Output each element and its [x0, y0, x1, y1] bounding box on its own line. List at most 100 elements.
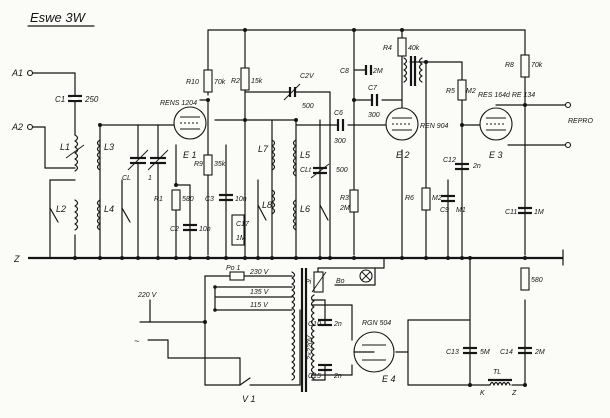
power-transformer: 2×220V: [291, 268, 315, 392]
e4-type: RGN 504: [362, 320, 391, 327]
label-a2: A2: [11, 122, 23, 132]
svg-text:250: 250: [84, 95, 99, 104]
svg-text:CL: CL: [122, 175, 131, 182]
svg-text:C2: C2: [170, 226, 179, 233]
svg-text:135 V: 135 V: [250, 289, 270, 296]
tuning-capacitor: CL 1: [122, 149, 169, 186]
svg-text:500: 500: [302, 103, 314, 110]
tube-e1: RENS 1204 E 1: [160, 100, 207, 160]
svg-text:R6: R6: [405, 195, 414, 202]
voltage-taps: Po 1 230 V 135 V 115 V: [213, 265, 270, 312]
svg-text:40k: 40k: [408, 45, 420, 52]
svg-text:C7: C7: [368, 85, 378, 92]
tube-e3: RES 164d RE 134 E 3: [478, 92, 535, 160]
svg-text:C13: C13: [446, 349, 459, 356]
label-l3: L3: [104, 142, 114, 152]
interstage-transformer: [403, 56, 423, 86]
svg-text:15k: 15k: [251, 78, 263, 85]
svg-text:C11: C11: [505, 209, 517, 216]
svg-text:500: 500: [336, 167, 348, 174]
svg-text:10n: 10n: [199, 226, 211, 233]
output-terminals: REPRO: [564, 101, 593, 149]
filter-choke: TL K Z: [480, 369, 517, 397]
svg-text:CLt: CLt: [300, 167, 312, 174]
switch-label: V 1: [242, 394, 256, 404]
svg-text:R10: R10: [186, 79, 199, 86]
svg-text:2×220V: 2×220V: [307, 334, 314, 361]
svg-text:1M: 1M: [236, 235, 246, 242]
svg-text:2M: 2M: [372, 68, 383, 75]
label-a1: A1: [11, 68, 23, 78]
e1-label: E 1: [183, 150, 197, 160]
svg-text:5M: 5M: [480, 349, 490, 356]
svg-text:M2: M2: [432, 195, 442, 202]
svg-text:1M: 1M: [534, 209, 544, 216]
mains-input: 220 V ~ V 1: [134, 292, 256, 404]
tube-e2: REN 904 E 2: [385, 107, 449, 160]
svg-text:2M: 2M: [339, 205, 350, 212]
svg-text:C15: C15: [308, 373, 321, 380]
svg-text:10n: 10n: [235, 196, 247, 203]
label-repro: REPRO: [568, 118, 593, 125]
svg-text:70k: 70k: [214, 79, 226, 86]
diagram-title: Eswe 3W: [30, 10, 87, 25]
svg-text:C10: C10: [308, 321, 321, 328]
svg-text:R8: R8: [505, 62, 514, 69]
svg-text:R5: R5: [446, 88, 455, 95]
svg-text:C12: C12: [443, 157, 456, 164]
svg-text:TL: TL: [493, 369, 501, 376]
svg-text:2n: 2n: [333, 321, 342, 328]
capacitor-c1: C1 250: [55, 94, 99, 104]
svg-text:R9: R9: [194, 161, 203, 168]
svg-text:C9: C9: [440, 207, 449, 214]
svg-text:35k: 35k: [214, 161, 226, 168]
svg-text:M2: M2: [466, 88, 476, 95]
capacitors: C2 10n C3 10n C17 1M C2V 500 CLt 500 C6 …: [170, 65, 545, 380]
svg-text:Bo: Bo: [336, 278, 345, 285]
svg-text:70k: 70k: [531, 62, 543, 69]
svg-text:C8: C8: [340, 68, 349, 75]
pilot-lamp: Pi Bo: [305, 269, 373, 293]
input-terminals: A1 A2 Z: [11, 68, 34, 264]
svg-text:K: K: [480, 390, 485, 397]
svg-text:115 V: 115 V: [250, 302, 269, 309]
svg-text:R1: R1: [154, 196, 163, 203]
label-ground: Z: [13, 254, 20, 264]
label-l6: L6: [300, 204, 310, 214]
svg-text:C1: C1: [55, 95, 65, 104]
svg-text:Pi: Pi: [305, 279, 312, 286]
label-l7: L7: [258, 144, 269, 154]
svg-text:C2V: C2V: [300, 73, 315, 80]
e2-label: E 2: [396, 150, 410, 160]
svg-text:2n: 2n: [333, 373, 342, 380]
mains-symbol: ~: [134, 336, 139, 346]
band-switches: [49, 204, 329, 223]
mains-voltage: 220 V: [137, 292, 158, 299]
resistors: R1 580 R10 70k R2 15k R9 35k R3 2M R4 40…: [154, 37, 543, 291]
e1-type: RENS 1204: [160, 100, 197, 107]
svg-text:Z: Z: [511, 390, 517, 397]
e4-label: E 4: [382, 374, 396, 384]
svg-text:M1: M1: [456, 207, 466, 214]
e3-type: RES 164d RE 134: [478, 92, 535, 99]
svg-text:300: 300: [334, 138, 346, 145]
svg-text:2M: 2M: [534, 349, 545, 356]
label-l8: L8: [262, 200, 272, 210]
svg-text:R4: R4: [383, 45, 392, 52]
svg-text:C17: C17: [236, 221, 250, 228]
svg-text:2n: 2n: [472, 163, 481, 170]
tube-e4: RGN 504 E 4: [353, 320, 396, 384]
svg-text:580: 580: [182, 196, 194, 203]
svg-text:1: 1: [148, 175, 152, 182]
e2-type: REN 904: [420, 123, 449, 130]
junctions: [73, 28, 527, 387]
e3-label: E 3: [489, 150, 503, 160]
svg-text:230 V: 230 V: [249, 269, 270, 276]
label-l1: L1: [60, 142, 70, 152]
label-l4: L4: [104, 204, 114, 214]
svg-text:C6: C6: [334, 110, 343, 117]
svg-text:R3: R3: [340, 195, 349, 202]
svg-text:300: 300: [368, 112, 380, 119]
